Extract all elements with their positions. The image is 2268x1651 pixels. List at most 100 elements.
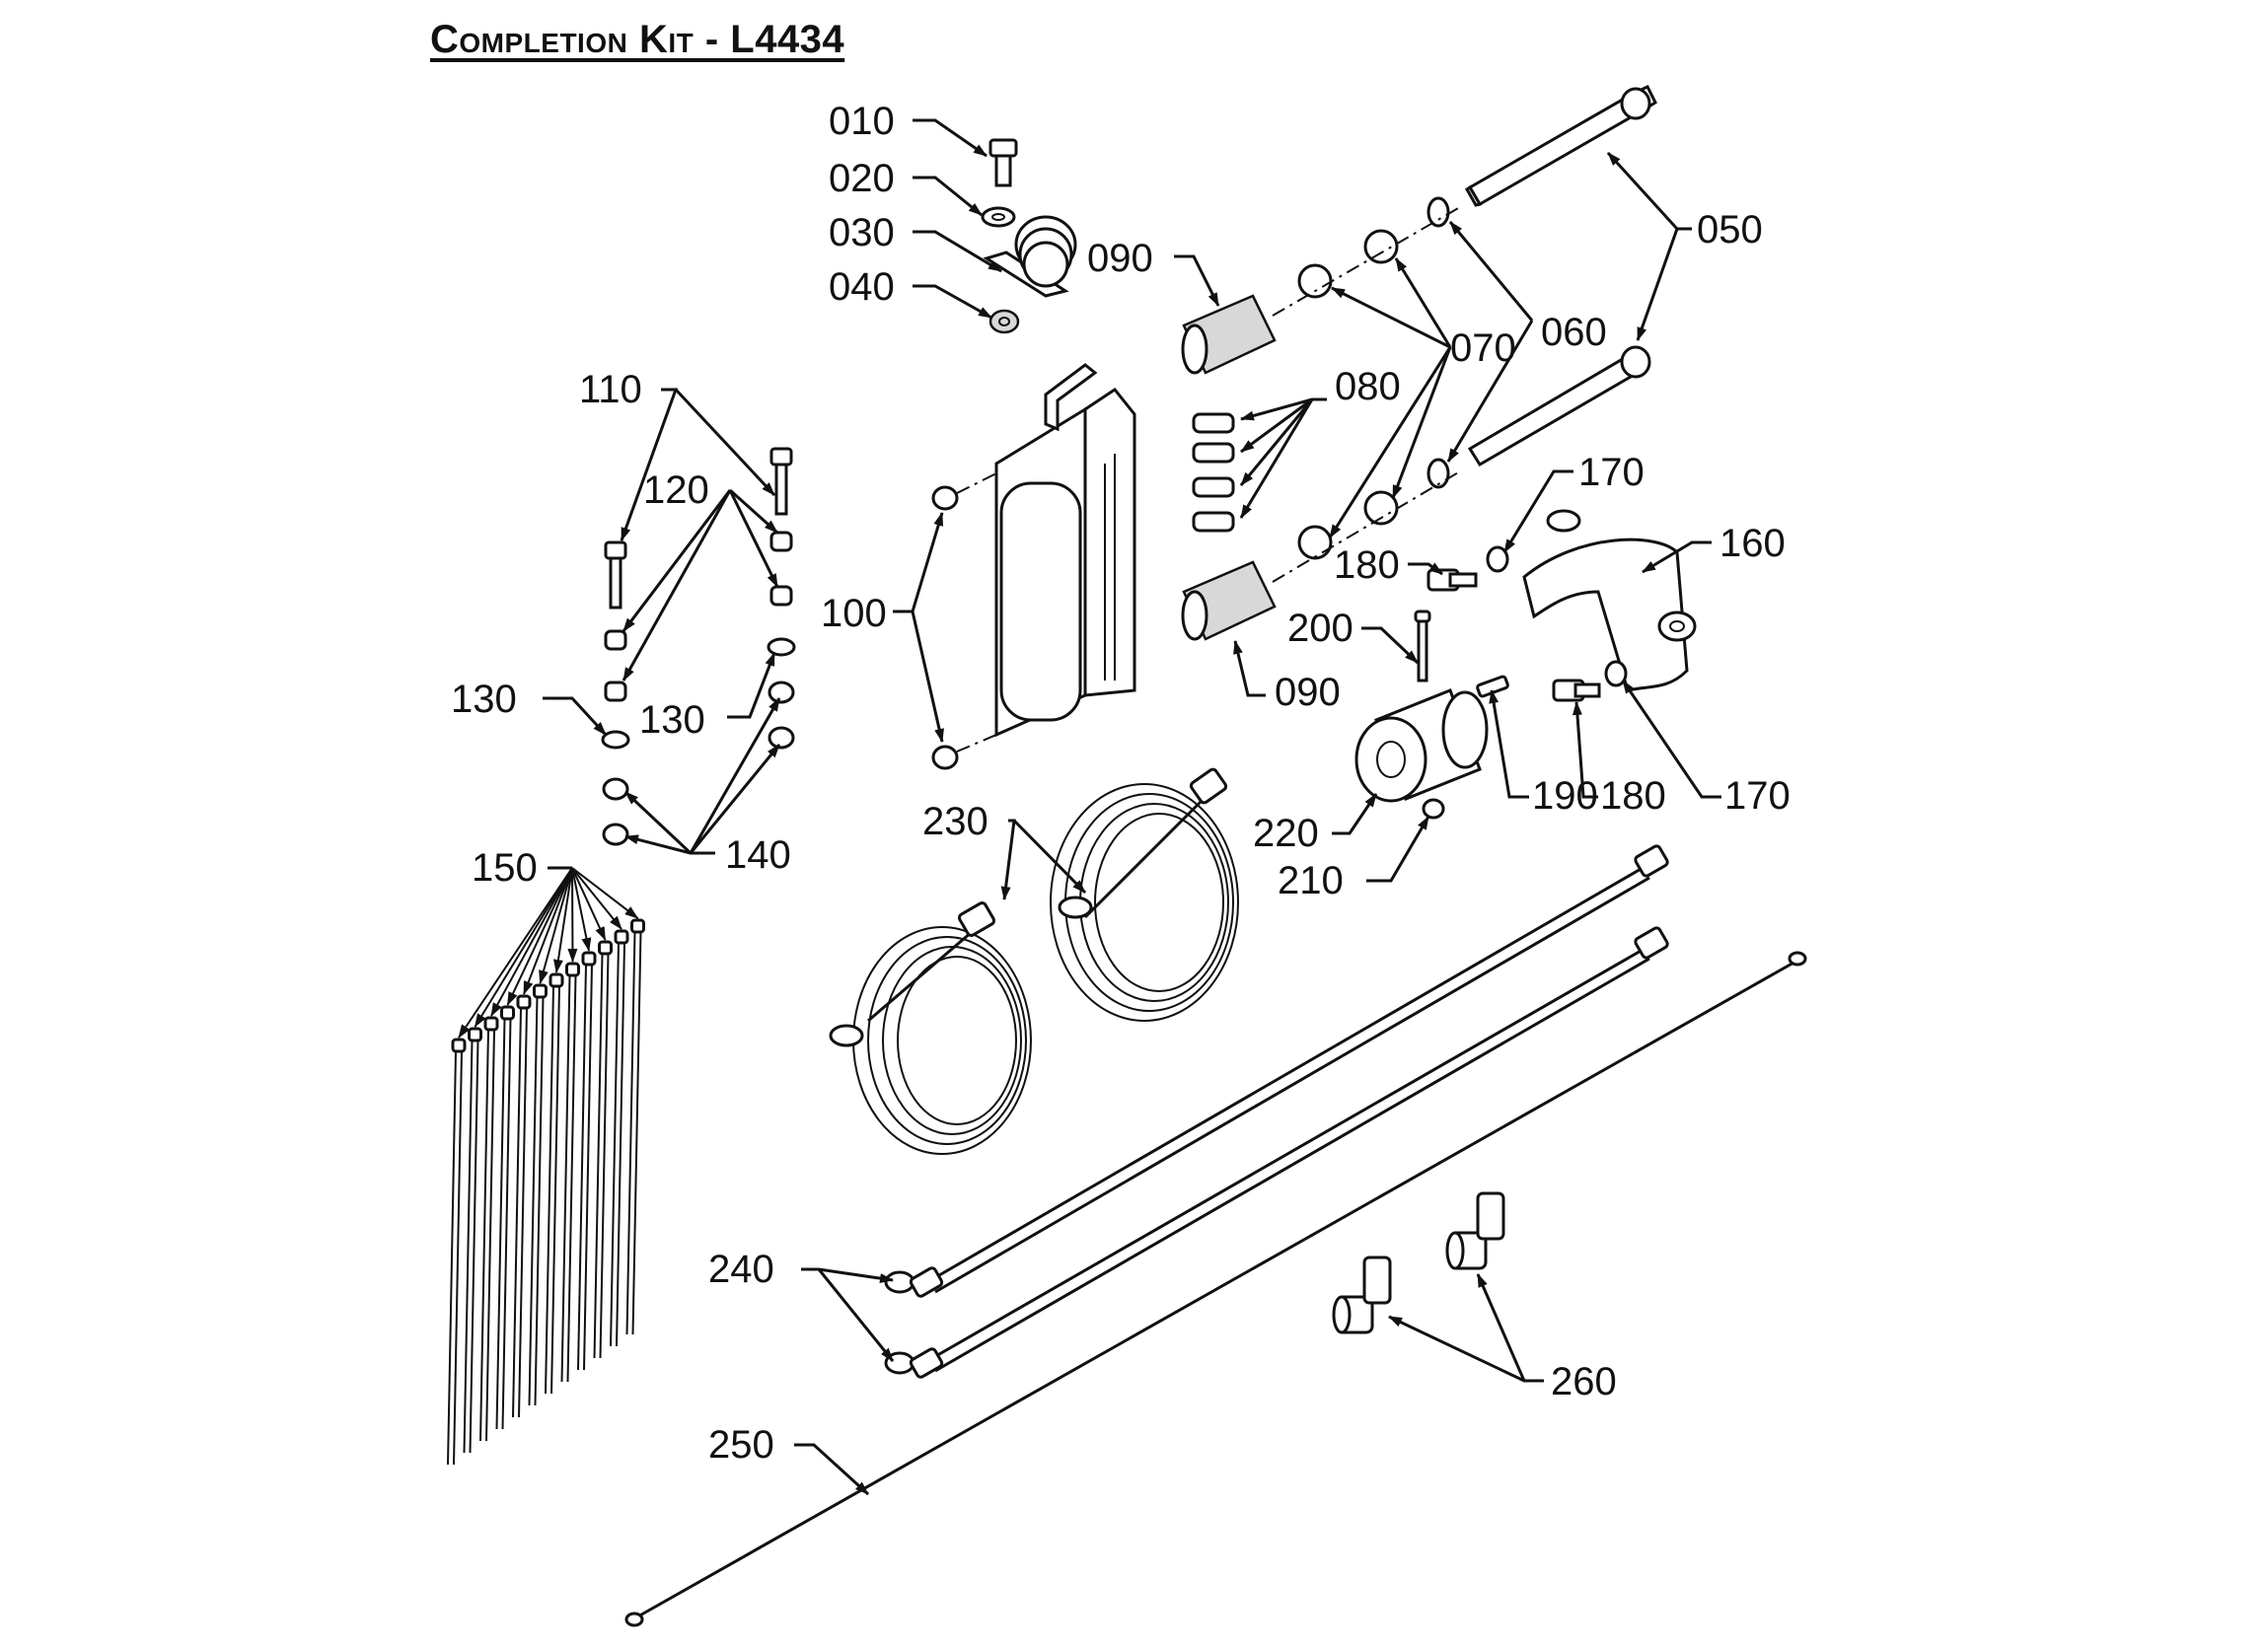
- callout-180-lower: 180: [1600, 774, 1666, 818]
- part-140-nut-1: [602, 777, 629, 801]
- part-160-guard: [1522, 509, 1697, 692]
- part-090-filter-upper: [1181, 294, 1277, 375]
- part-080-fittings: [1192, 412, 1235, 533]
- callout-170-lower: 170: [1724, 774, 1791, 818]
- cable-tie-strap: [593, 953, 610, 1359]
- callout-140: 140: [725, 833, 791, 877]
- part-170-washer-lower: [1604, 660, 1628, 687]
- cable-tie-head: [598, 940, 613, 956]
- callout-100: 100: [821, 592, 887, 635]
- callout-070: 070: [1450, 326, 1516, 370]
- callout-040: 040: [829, 265, 895, 309]
- callout-260: 260: [1551, 1360, 1617, 1403]
- callout-110: 110: [579, 368, 642, 411]
- cable-tie-head: [516, 994, 532, 1010]
- cable-tie-strap: [560, 974, 577, 1383]
- part-230-hose-coil-left: [829, 901, 1032, 1155]
- cable-tie-head: [451, 1038, 467, 1053]
- part-120-spacer-4: [769, 585, 793, 607]
- cable-tie-leader: [458, 867, 573, 1039]
- cable-tie-strap: [495, 1018, 512, 1430]
- cable-tie-leader: [539, 867, 573, 984]
- part-100-nut-upper: [931, 485, 959, 511]
- cable-tie-head: [614, 929, 629, 945]
- cable-tie-strap: [479, 1029, 495, 1442]
- part-050-long-bolt-upper: [1465, 85, 1657, 207]
- part-220-coupling: [1354, 688, 1489, 803]
- part-130-washer-left: [601, 730, 630, 750]
- callout-030: 030: [829, 211, 895, 254]
- part-100-nut-lower: [931, 745, 959, 770]
- callout-130-right: 130: [639, 698, 705, 742]
- part-090-filter-lower: [1181, 560, 1277, 641]
- part-140-nut-4: [768, 726, 795, 750]
- part-050-long-bolt-lower: [1467, 345, 1651, 467]
- cable-tie-strap: [610, 942, 625, 1347]
- cable-tie-leader: [552, 867, 573, 973]
- part-120-spacer-3: [769, 531, 793, 552]
- callout-060: 060: [1541, 311, 1607, 354]
- callout-200: 200: [1287, 607, 1353, 650]
- cable-tie-head: [630, 918, 645, 934]
- callout-210: 210: [1278, 859, 1344, 902]
- callout-220: 220: [1253, 812, 1319, 855]
- callout-020: 020: [829, 157, 895, 200]
- part-110-bolt-right: [769, 447, 793, 516]
- cable-tie-head: [483, 1016, 499, 1032]
- cable-tie-strap: [577, 964, 593, 1371]
- part-060-washer-lower: [1427, 458, 1450, 489]
- part-250-rod: [624, 951, 1807, 1627]
- cable-tie-head: [500, 1005, 515, 1021]
- cable-tie-strap: [447, 1050, 463, 1466]
- callout-130-left: 130: [451, 678, 517, 721]
- callout-050: 050: [1697, 208, 1763, 251]
- callout-250: 250: [708, 1423, 774, 1467]
- cable-tie-head: [565, 962, 580, 977]
- cable-tie-strap: [512, 1007, 528, 1418]
- diagram-title: Completion Kit - L4434: [430, 18, 845, 61]
- manifold-housing: [994, 363, 1136, 738]
- cable-tie-head: [533, 983, 548, 999]
- part-260-elbow-left: [1332, 1256, 1392, 1334]
- cable-tie-strap: [463, 1040, 479, 1454]
- part-150-cable-ties: [447, 867, 645, 1466]
- cable-tie-leader: [506, 867, 573, 1006]
- part-030-clamp-bracket: [983, 215, 1077, 298]
- callout-180-upper: 180: [1334, 543, 1400, 587]
- part-200-pin: [1414, 610, 1431, 682]
- part-120-spacer-1: [604, 629, 627, 651]
- part-120-spacer-2: [604, 681, 627, 702]
- part-110-bolt-left: [604, 540, 627, 610]
- callout-labels: 010 020 030 040 050 060 070 080 090 090 …: [451, 100, 1791, 1467]
- part-130-washer-right: [767, 637, 796, 657]
- part-140-nut-3: [768, 681, 795, 704]
- part-010-bolt: [988, 138, 1018, 187]
- callout-080: 080: [1335, 365, 1401, 408]
- cable-tie-strap: [528, 996, 545, 1406]
- callout-170-upper: 170: [1578, 451, 1645, 494]
- part-040-nut: [988, 309, 1020, 334]
- part-210-nut: [1422, 798, 1445, 820]
- part-060-washer-upper: [1427, 196, 1450, 228]
- part-140-nut-2: [602, 823, 629, 846]
- cable-tie-strap: [545, 985, 560, 1395]
- cable-tie-leader: [571, 867, 622, 930]
- callout-010: 010: [829, 100, 895, 143]
- part-180-bolt-lower: [1552, 679, 1601, 702]
- cable-tie-leader: [523, 867, 573, 995]
- assembly-axis-lower: [1272, 470, 1461, 583]
- part-020-washer: [981, 206, 1016, 228]
- assembly-axis-100-upper: [956, 472, 997, 494]
- cable-tie-strap: [625, 931, 642, 1335]
- callout-090-upper: 090: [1087, 237, 1153, 280]
- callout-120: 120: [643, 468, 709, 512]
- part-180-bolt-upper: [1427, 568, 1478, 592]
- callout-160: 160: [1719, 522, 1786, 565]
- cable-tie-head: [468, 1027, 482, 1042]
- callout-230: 230: [922, 800, 988, 843]
- assembly-axis-upper: [1272, 206, 1461, 317]
- cable-tie-leader: [474, 867, 573, 1028]
- callout-leaders: [543, 118, 1721, 1496]
